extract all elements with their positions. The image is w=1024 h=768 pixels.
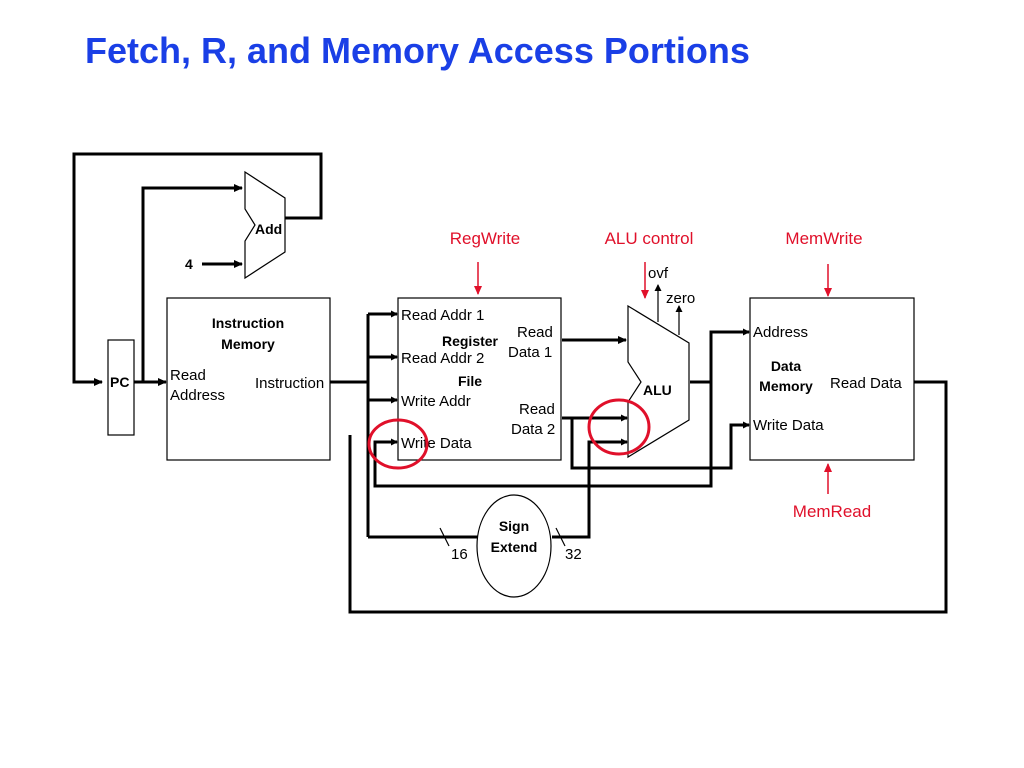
rf-read-data-2-line2: Data 2 — [511, 421, 555, 438]
read-data-loop-wire — [348, 380, 948, 614]
pc-register — [107, 339, 135, 436]
rf-read-addr-1-label: Read Addr 1 — [401, 307, 484, 324]
rf-read-data-1-line2: Data 1 — [508, 344, 552, 361]
instruction-memory-block — [166, 297, 331, 461]
sign-extend-line1: Sign — [499, 518, 529, 534]
alu-control-label: ALU control — [605, 229, 694, 248]
rf-read-data-1-line1: Read — [517, 324, 553, 341]
pc-label: PC — [110, 374, 129, 390]
dm-write-data-label: Write Data — [753, 417, 824, 434]
dm-read-data-label: Read Data — [830, 375, 902, 392]
adder-shape — [244, 170, 286, 280]
ovf-label: ovf — [648, 265, 669, 282]
bus-width-32-label: 32 — [565, 546, 582, 563]
alu-label: ALU — [643, 382, 672, 398]
data-memory-block — [749, 297, 915, 461]
write-data-highlight-circle — [367, 418, 429, 470]
imem-title-line2: Memory — [221, 336, 275, 352]
dm-title-line2: Memory — [759, 378, 813, 394]
rf-read-addr-2-label: Read Addr 2 — [401, 350, 484, 367]
rf-write-data-label: Write Data — [401, 435, 472, 452]
sign-extend-output-wire — [552, 438, 628, 539]
dm-address-label: Address — [753, 324, 808, 341]
sign-extend-unit — [476, 494, 552, 598]
alu-shape — [627, 304, 690, 459]
zero-label: zero — [666, 290, 695, 307]
imem-instruction-label: Instruction — [255, 375, 324, 392]
bus-width-tick-16 — [439, 527, 450, 547]
rf-read-data-2-line1: Read — [519, 401, 555, 418]
alu-result-wire — [690, 328, 750, 384]
rf-title-line2: File — [458, 373, 482, 389]
rf-title-line1: Register — [442, 333, 499, 349]
bus-width-tick-32 — [555, 527, 566, 547]
imem-read-label-line2: Address — [170, 387, 225, 404]
read-data-2-wire — [562, 416, 750, 470]
pc-to-add-wire — [141, 184, 243, 382]
bus-width-16-label: 16 — [451, 546, 468, 563]
sign-extend-line2: Extend — [491, 539, 538, 555]
regwrite-label: RegWrite — [450, 229, 521, 248]
rf-write-addr-label: Write Addr — [401, 393, 471, 410]
adder-label: Add — [255, 221, 282, 237]
constant-four-label: 4 — [185, 256, 193, 272]
imem-read-label-line1: Read — [170, 367, 206, 384]
page-title: Fetch, R, and Memory Access Portions — [85, 30, 750, 71]
imem-title-line1: Instruction — [212, 315, 284, 331]
memwrite-label: MemWrite — [785, 229, 862, 248]
dm-title-line1: Data — [771, 358, 802, 374]
memread-label: MemRead — [793, 502, 871, 521]
alu-result-writeback-wire — [373, 382, 713, 488]
alu-input-highlight-circle — [587, 398, 651, 456]
add-output-wire — [72, 152, 323, 386]
